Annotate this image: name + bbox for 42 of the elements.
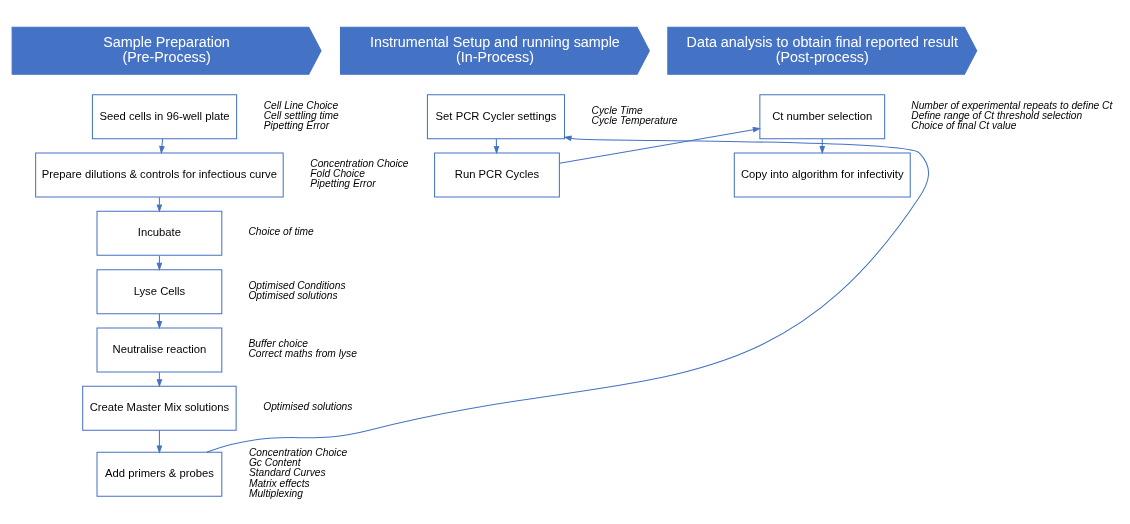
node-label: Multiplexing [248, 487, 303, 499]
node-label: Gc Content [248, 456, 301, 468]
arrow [156, 371, 163, 387]
node-label: Buffer choice [248, 337, 309, 349]
node-label: Optimised solutions [263, 400, 353, 412]
node-label: Cycle Time [591, 104, 643, 116]
node-box: Copy into algorithm for infectivity [733, 152, 911, 198]
node-label: Optimised solutions [248, 289, 338, 301]
node-label: Fold Choice [310, 167, 365, 179]
node-label: Define range of Ct threshold selection [911, 109, 1083, 121]
node-box: Set PCR Cycler settings [426, 93, 565, 139]
node-label: Choice of final Ct value [911, 119, 1017, 131]
arrow [159, 138, 165, 154]
node-box: Incubate [96, 210, 223, 256]
node-label: Concentration Choice [248, 446, 348, 458]
node-box: Lyse Cells [96, 268, 223, 314]
arrow [493, 138, 500, 154]
node-label: Choice of time [248, 225, 314, 237]
node-box: Seed cells in 96-well plate [91, 93, 238, 139]
arrow [156, 312, 163, 329]
node-label: Pipetting Error [263, 119, 330, 131]
arrow [819, 138, 826, 154]
node-box: Run PCR Cycles [434, 152, 560, 198]
arrow [559, 126, 762, 164]
node-box: Add primers & probes [96, 451, 223, 497]
node-label: Number of experimental repeats to define Ct [911, 99, 1113, 111]
node-label: Cell Line Choice [263, 99, 339, 111]
node-label: Optimised Conditions [248, 279, 346, 291]
node-label: Standard Curves [248, 466, 326, 478]
node-box: Prepare dilutions & controls for infectious curve [35, 152, 284, 198]
node-box: Create Master Mix solutions [82, 385, 237, 431]
node-label: Correct maths from lyse [248, 347, 357, 359]
node-label: Pipetting Error [310, 177, 376, 189]
arrow [156, 196, 163, 213]
arrow [156, 254, 163, 271]
node-box: Ct number selection [759, 93, 886, 139]
node-label: Cell settling time [263, 109, 339, 121]
node-label: Cycle Temperature [591, 114, 678, 126]
node-label: Matrix effects [248, 477, 310, 489]
node-box: Neutralise reaction [96, 326, 223, 372]
node-label: Concentration Choice [310, 157, 409, 169]
arrow [206, 135, 930, 453]
